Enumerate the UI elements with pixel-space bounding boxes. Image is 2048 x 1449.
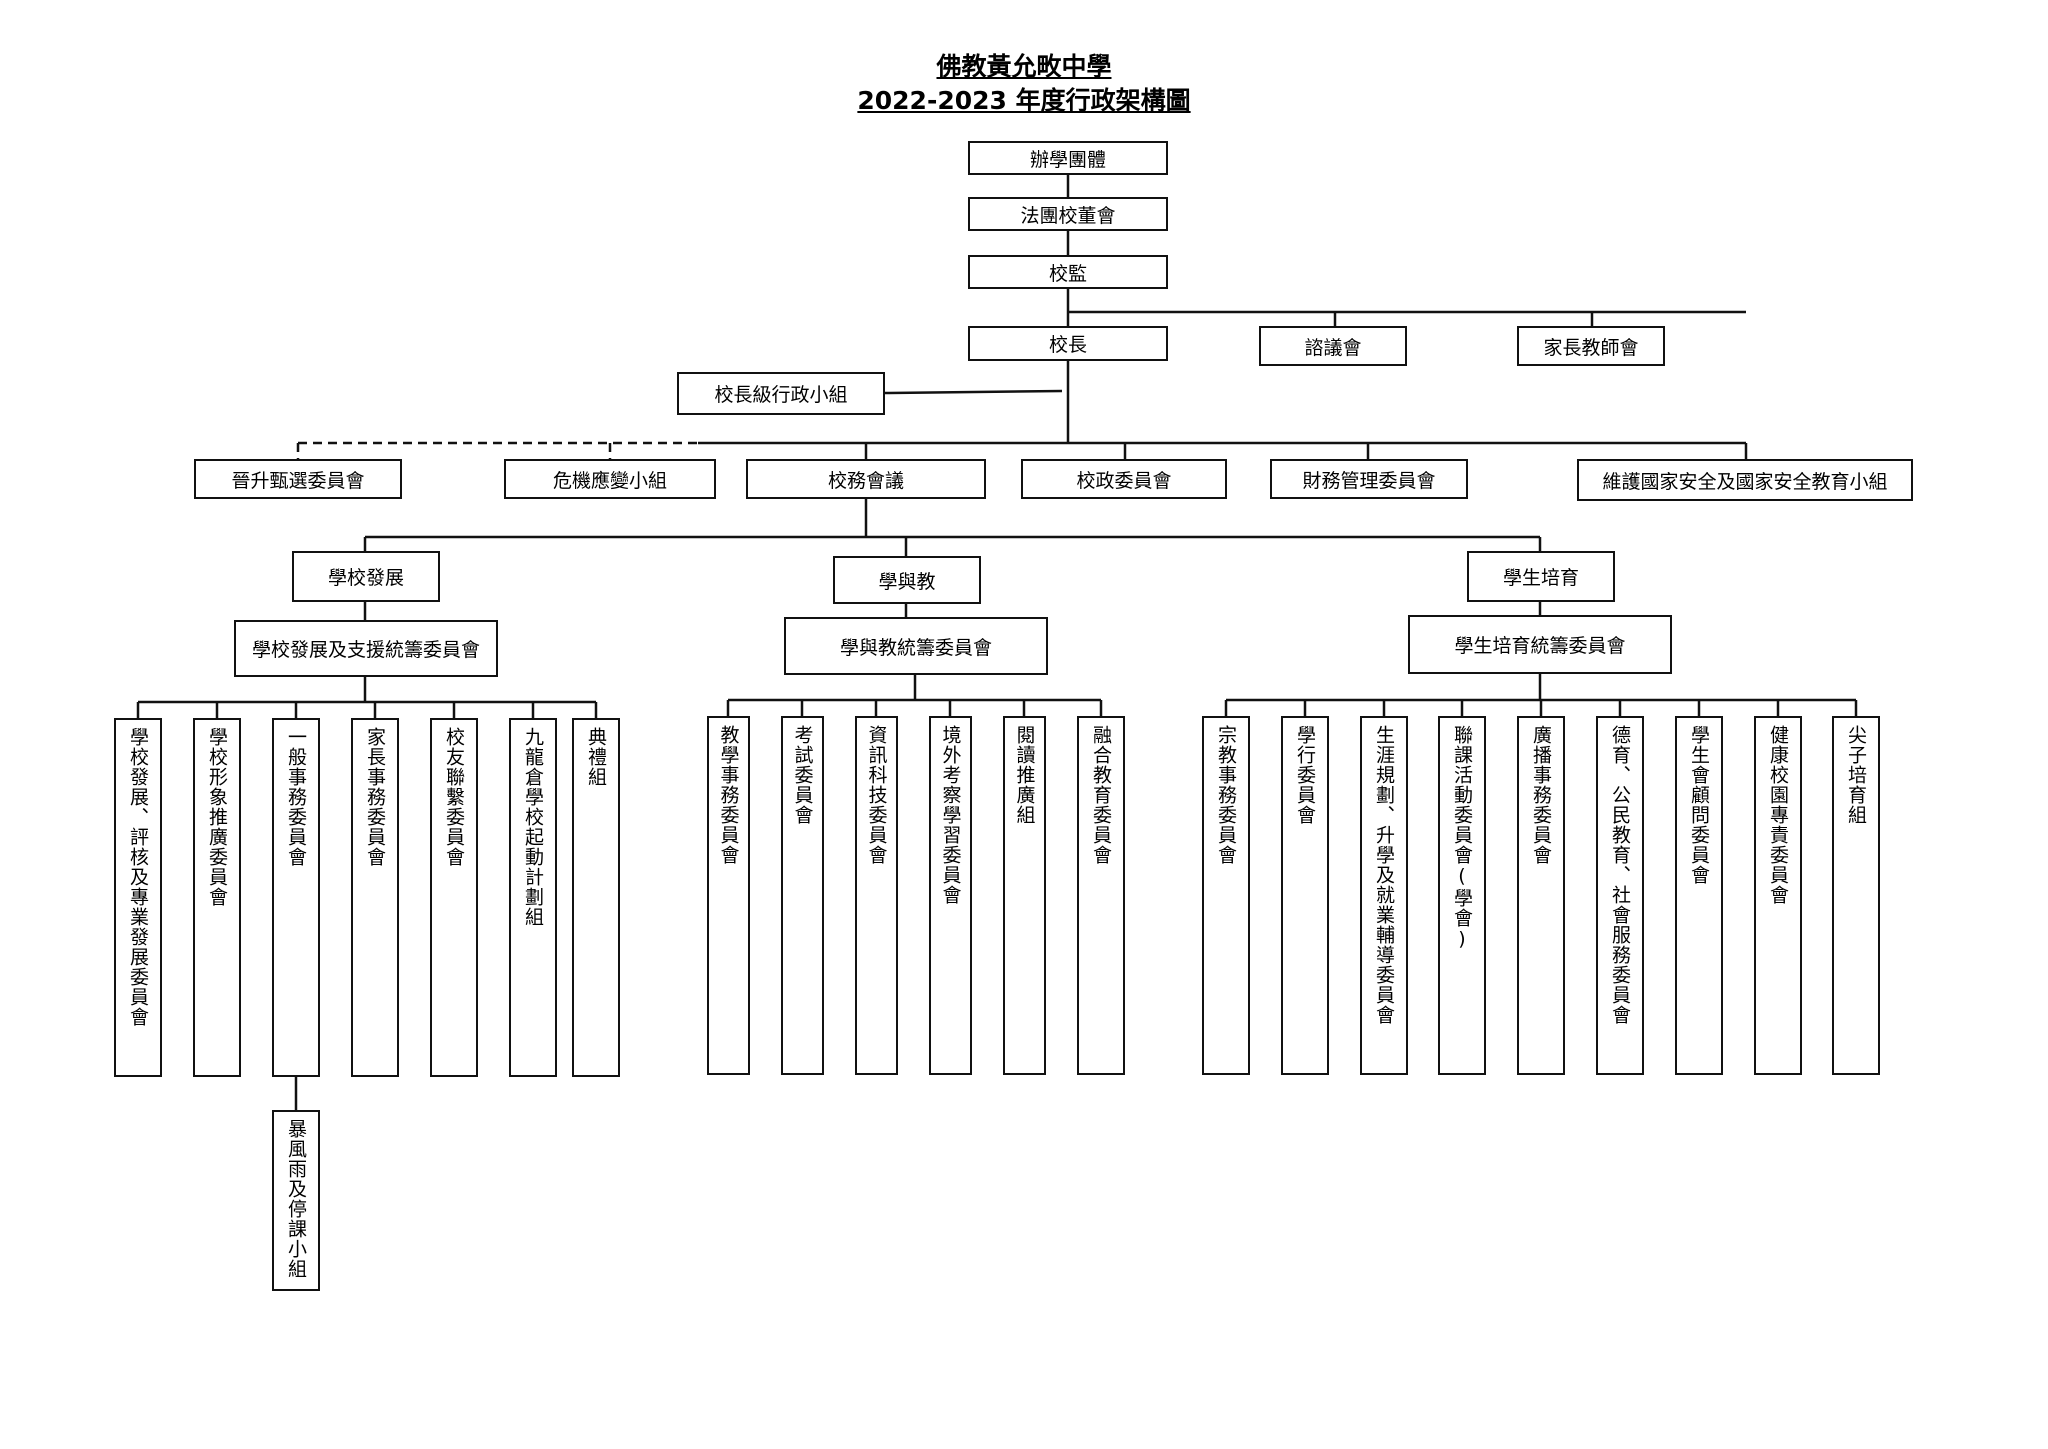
supervisor-label: 校監 [1048,262,1087,285]
learning-member-label: 境外考察學習委員會 [939,725,962,905]
nurture-member-box: 聯課活動委員會(學會) [1438,716,1486,1075]
dev-member-box: 一般事務委員會 [272,718,320,1077]
nurture-member-box: 學生會顧問委員會 [1675,716,1723,1075]
dev-member-label: 一般事務委員會 [285,727,307,867]
chart-title: 佛教黃允畋中學 2022-2023 年度行政架構圖 [0,50,2048,118]
dev-member-label: 校友聯繫委員會 [443,727,465,867]
division-nurture-box: 學生培育 [1467,551,1615,602]
sponsoring-body-label: 辦學團體 [1029,148,1106,171]
learning-committee-box: 學與教統籌委員會 [784,617,1048,675]
school-name: 佛教黃允畋中學 [936,52,1112,81]
promotion-committee-box: 晉升甄選委員會 [194,459,402,499]
dev-sub-member-box: 暴風雨及停課小組 [272,1110,320,1291]
dev-member-label: 學校發展、評核及專業發展委員會 [127,727,149,1027]
school-council-label: 校務會議 [827,469,904,492]
nurture-member-label: 德育、公民教育、社會服務委員會 [1609,725,1631,1025]
dev-member-label: 九龍倉學校起動計劃組 [522,727,544,927]
learning-member-box: 閱讀推廣組 [1003,716,1046,1075]
advisory-council-box: 諮議會 [1259,326,1407,366]
dev-sub-member-label: 暴風雨及停課小組 [285,1119,307,1279]
nurture-committee-label: 學生培育統籌委員會 [1454,635,1626,657]
learning-member-box: 教學事務委員會 [707,716,750,1075]
nurture-member-box: 健康校園專責委員會 [1754,716,1802,1075]
dev-member-box: 家長事務委員會 [351,718,399,1077]
dev-member-box: 九龍倉學校起動計劃組 [509,718,557,1077]
nurture-member-label: 廣播事務委員會 [1530,725,1552,865]
finance-committee-box: 財務管理委員會 [1270,459,1468,499]
division-learning-box: 學與教 [833,556,981,604]
learning-member-label: 教學事務委員會 [717,725,740,865]
learning-member-label: 資訊科技委員會 [865,725,888,865]
dev-member-label: 學校形象推廣委員會 [206,727,228,907]
chart-subtitle: 2022-2023 年度行政架構圖 [857,86,1191,115]
development-committee-box: 學校發展及支援統籌委員會 [234,620,498,677]
nurture-member-label: 尖子培育組 [1845,725,1867,825]
school-board-box: 法團校董會 [968,197,1168,231]
principal-admin-group-box: 校長級行政小組 [677,372,885,415]
learning-member-label: 閱讀推廣組 [1013,725,1036,825]
dev-member-box: 學校形象推廣委員會 [193,718,241,1077]
nurture-member-box: 德育、公民教育、社會服務委員會 [1596,716,1644,1075]
promotion-committee-label: 晉升甄選委員會 [231,469,365,492]
learning-member-label: 融合教育委員會 [1090,725,1112,865]
division-nurture-label: 學生培育 [1502,567,1579,589]
nurture-member-label: 宗教事務委員會 [1215,725,1237,865]
division-development-label: 學校發展 [327,567,404,589]
nurture-member-box: 生涯規劃、升學及就業輔導委員會 [1360,716,1408,1075]
nurture-member-label: 學生會顧問委員會 [1688,725,1710,885]
development-committee-label: 學校發展及支援統籌委員會 [251,639,480,661]
national-security-label: 維護國家安全及國家安全教育小組 [1602,470,1888,493]
pta-label: 家長教師會 [1543,336,1639,359]
nurture-member-label: 學行委員會 [1294,725,1316,825]
dev-member-box: 學校發展、評核及專業發展委員會 [114,718,162,1077]
finance-committee-label: 財務管理委員會 [1302,469,1436,492]
learning-member-box: 融合教育委員會 [1077,716,1125,1075]
dev-member-box: 校友聯繫委員會 [430,718,478,1077]
learning-member-label: 考試委員會 [791,725,814,825]
division-learning-label: 學與教 [878,570,936,593]
crisis-team-box: 危機應變小組 [504,459,716,499]
dev-member-label: 典禮組 [585,727,607,787]
nurture-member-label: 聯課活動委員會(學會) [1451,725,1473,951]
sponsoring-body-box: 辦學團體 [968,141,1168,175]
school-council-box: 校務會議 [746,459,986,499]
principal-box: 校長 [968,326,1168,361]
crisis-team-label: 危機應變小組 [552,469,667,492]
school-admin-committee-label: 校政委員會 [1076,469,1172,492]
learning-member-box: 境外考察學習委員會 [929,716,972,1075]
school-board-label: 法團校董會 [1020,204,1116,227]
nurture-member-label: 健康校園專責委員會 [1767,725,1789,905]
national-security-box: 維護國家安全及國家安全教育小組 [1577,459,1913,501]
nurture-committee-box: 學生培育統籌委員會 [1408,615,1672,674]
school-admin-committee-box: 校政委員會 [1021,459,1227,499]
pta-box: 家長教師會 [1517,326,1665,366]
principal-label: 校長 [1048,334,1087,356]
nurture-member-box: 尖子培育組 [1832,716,1880,1075]
advisory-council-label: 諮議會 [1304,336,1362,359]
learning-member-box: 資訊科技委員會 [855,716,898,1075]
nurture-member-label: 生涯規劃、升學及就業輔導委員會 [1373,725,1395,1025]
supervisor-box: 校監 [968,255,1168,289]
dev-member-box: 典禮組 [572,718,620,1077]
division-development-box: 學校發展 [292,551,440,602]
learning-committee-label: 學與教統籌委員會 [839,636,992,659]
learning-member-box: 考試委員會 [781,716,824,1075]
nurture-member-box: 廣播事務委員會 [1517,716,1565,1075]
dev-member-label: 家長事務委員會 [364,727,386,867]
nurture-member-box: 宗教事務委員會 [1202,716,1250,1075]
nurture-member-box: 學行委員會 [1281,716,1329,1075]
principal-admin-group-label: 校長級行政小組 [714,384,848,406]
